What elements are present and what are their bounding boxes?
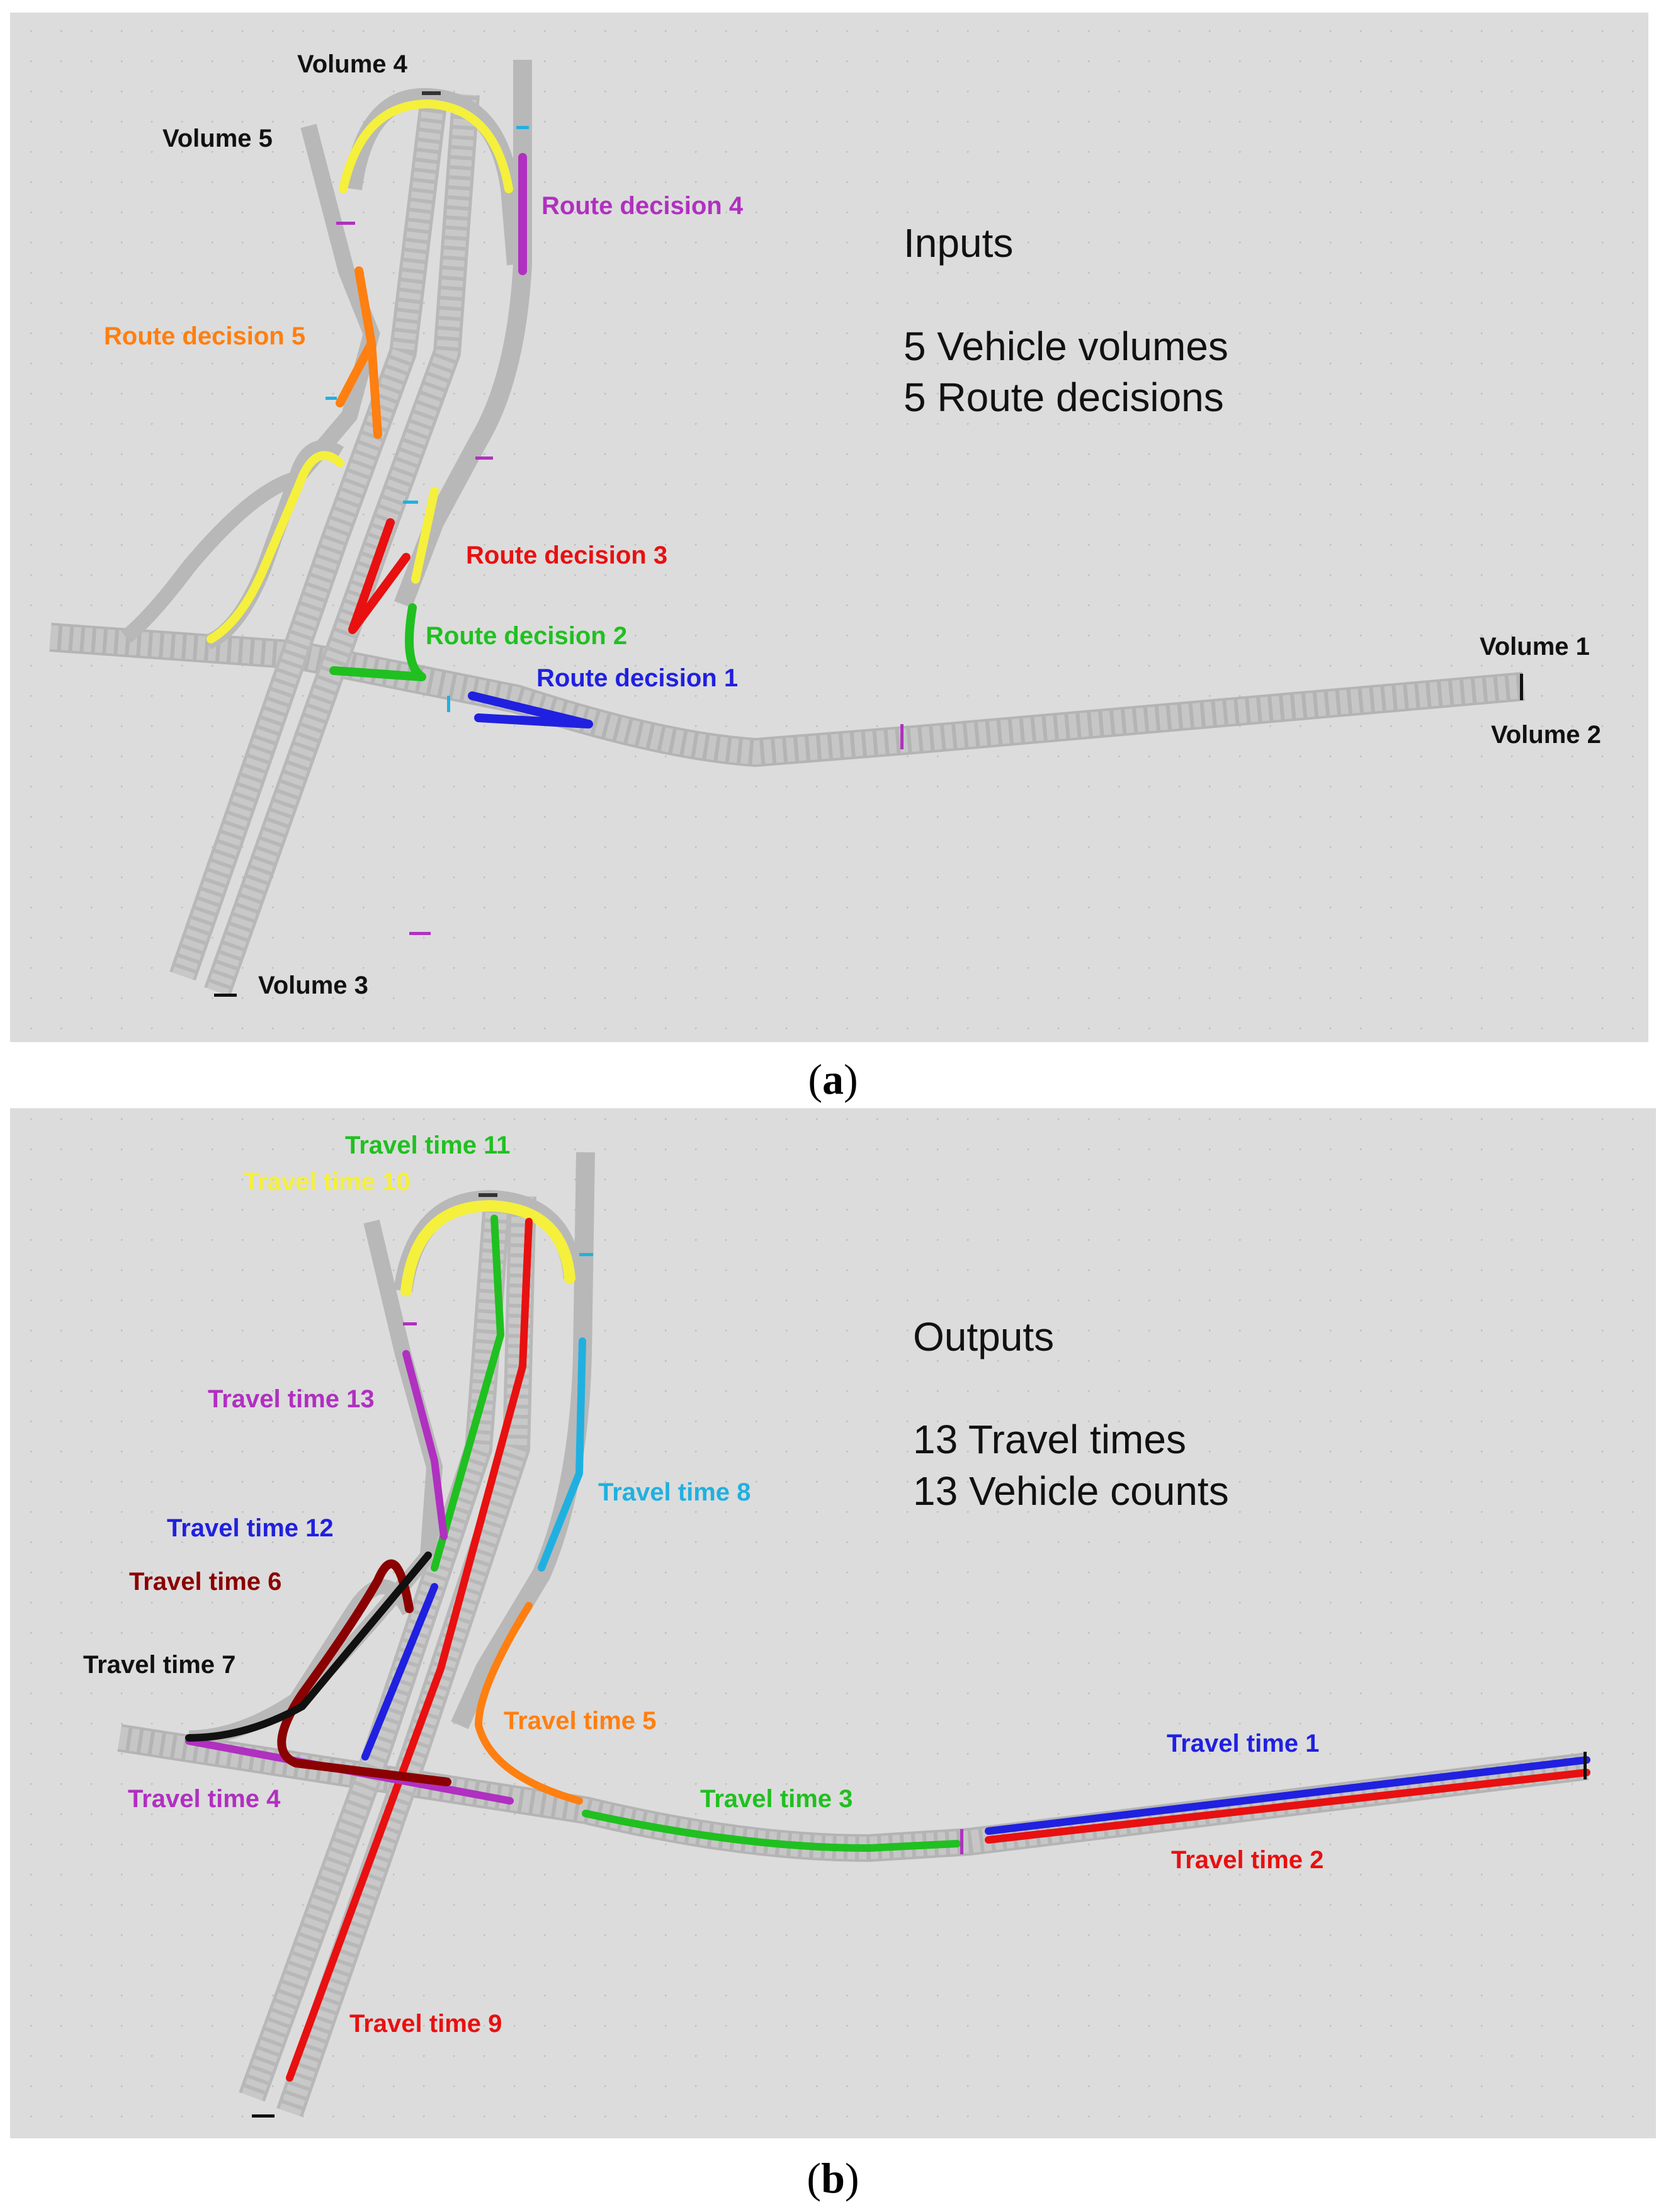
overlay-travel-time-2 (985, 1769, 1590, 1844)
label-travel-time-12: Travel time 12 (167, 1514, 334, 1542)
caption-a: (a) (808, 1055, 858, 1103)
panel-b-summary: Outputs 13 Travel times 13 Vehicle count… (913, 1314, 1229, 1514)
panel-b-markers (252, 1193, 1587, 2118)
caption-a-letter: a (822, 1055, 844, 1103)
label-travel-time-5: Travel time 5 (504, 1707, 656, 1735)
label-travel-time-13: Travel time 13 (208, 1385, 375, 1413)
panel-b-summary-line-1: 13 Travel times (913, 1417, 1186, 1462)
label-travel-time-2: Travel time 2 (1171, 1846, 1323, 1874)
overlay-travel-time-8 (538, 1337, 586, 1572)
panel-b-network: Travel time 1 Travel time 2 Travel time … (10, 1108, 1656, 2138)
route-overlay-yellow-ramp (411, 487, 439, 584)
label-travel-time-8: Travel time 8 (598, 1478, 751, 1506)
route-overlay-red (348, 518, 411, 634)
label-route-decision-3: Route decision 3 (466, 542, 667, 569)
label-volume-2: Volume 2 (1491, 721, 1601, 749)
route-overlay-yellow-top (339, 99, 513, 193)
panel-a-summary-line-2: 5 Route decisions (904, 375, 1224, 420)
route-overlay-green (329, 603, 426, 681)
panel-b-travel-overlays (185, 1200, 1590, 2082)
panel-a-route-overlays (207, 99, 593, 729)
overlay-travel-time-6 (277, 1559, 451, 1786)
label-volume-1: Volume 1 (1480, 633, 1590, 661)
overlay-travel-time-12 (361, 1583, 438, 1761)
overlay-travel-time-3 (582, 1810, 961, 1852)
label-route-decision-4: Route decision 4 (541, 192, 744, 220)
label-route-decision-1: Route decision 1 (536, 664, 738, 692)
overlay-travel-time-11 (431, 1215, 504, 1572)
panel-b-labels: Travel time 1 Travel time 2 Travel time … (83, 1132, 1323, 2038)
overlay-travel-time-10 (400, 1200, 575, 1296)
panel-a-heading: Inputs (904, 220, 1013, 266)
label-travel-time-11: Travel time 11 (345, 1132, 510, 1159)
label-travel-time-6: Travel time 6 (129, 1568, 281, 1596)
route-overlay-blue (468, 691, 593, 729)
panel-b-heading: Outputs (913, 1314, 1054, 1359)
panel-a-network: Volume 1 Volume 2 Volume 3 Volume 4 Volu… (10, 13, 1648, 1042)
panel-a-labels: Volume 1 Volume 2 Volume 3 Volume 4 Volu… (104, 50, 1601, 999)
label-volume-4: Volume 4 (297, 50, 408, 78)
panel-a-summary-line-1: 5 Vehicle volumes (904, 324, 1228, 369)
caption-b-letter: b (821, 2154, 845, 2202)
overlay-travel-time-7 (185, 1551, 432, 1742)
route-overlay-orange (336, 266, 382, 439)
label-route-decision-5: Route decision 5 (104, 322, 305, 350)
panel-b-summary-line-2: 13 Vehicle counts (913, 1468, 1229, 1514)
label-travel-time-3: Travel time 3 (700, 1785, 853, 1813)
label-volume-5: Volume 5 (162, 125, 273, 152)
label-travel-time-4: Travel time 4 (128, 1785, 281, 1813)
label-travel-time-10: Travel time 10 (244, 1168, 411, 1196)
label-travel-time-9: Travel time 9 (349, 2010, 502, 2038)
label-travel-time-7: Travel time 7 (83, 1651, 235, 1679)
overlay-travel-time-5 (475, 1602, 583, 1805)
panel-a-summary: Inputs 5 Vehicle volumes 5 Route decisio… (904, 220, 1228, 420)
overlay-travel-time-13 (402, 1350, 448, 1540)
caption-b: (b) (807, 2154, 859, 2202)
label-travel-time-1: Travel time 1 (1167, 1730, 1319, 1757)
label-volume-3: Volume 3 (258, 972, 368, 999)
overlay-travel-time-1 (985, 1756, 1590, 1835)
overlay-travel-time-9 (286, 1218, 533, 2082)
route-overlay-yellow-west (207, 451, 344, 644)
panel-a-markers (214, 91, 1523, 997)
label-route-decision-2: Route decision 2 (426, 622, 627, 650)
